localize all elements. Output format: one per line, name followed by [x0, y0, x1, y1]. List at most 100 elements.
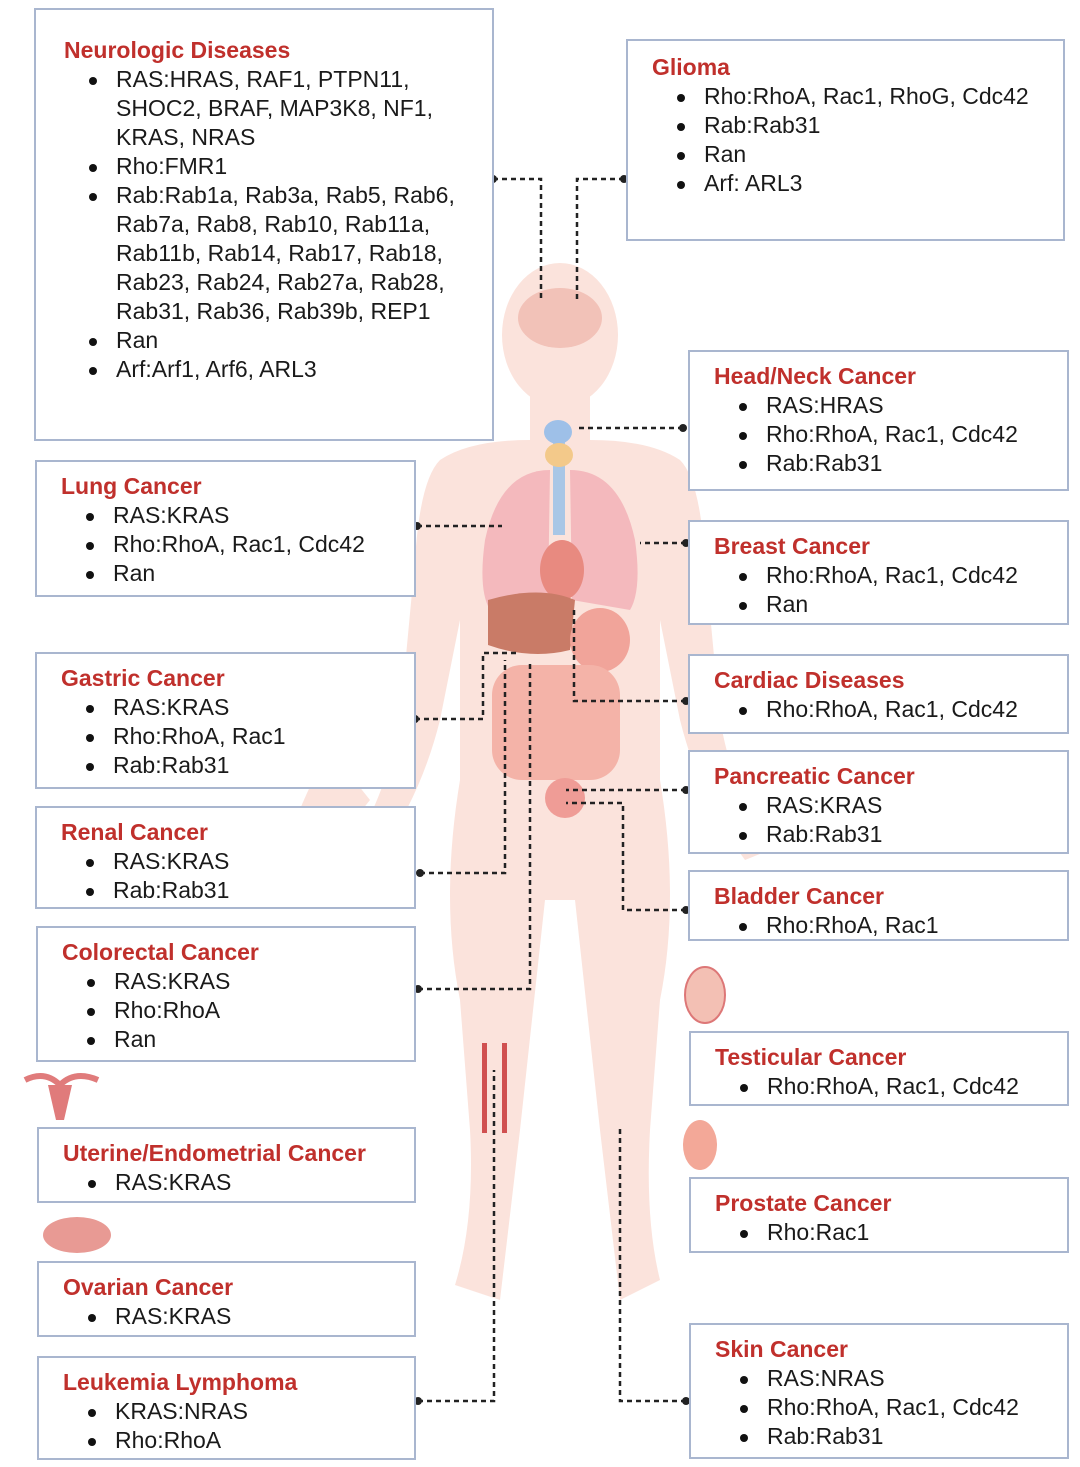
gene-list: RAS:KRAS [63, 1168, 404, 1197]
brain-icon [518, 288, 602, 348]
gene-list-item: RAS:KRAS [86, 693, 404, 722]
gene-list-item: Rab:Rab31 [739, 820, 1057, 849]
box-title: Breast Cancer [714, 533, 870, 559]
gene-list-item: RAS:NRAS [740, 1364, 1057, 1393]
box-title: Prostate Cancer [715, 1190, 892, 1216]
box-title: Bladder Cancer [714, 883, 885, 909]
gene-list: Rho:RhoA, Rac1, Cdc42 [715, 1072, 1057, 1101]
lungs-icon [482, 470, 638, 610]
gene-list-item: Arf: ARL3 [677, 169, 1053, 198]
box-title: Pancreatic Cancer [714, 763, 915, 789]
blood-vessel-icon [482, 1043, 507, 1133]
gene-list-item: Arf:Arf1, Arf6, ARL3 [89, 355, 482, 384]
gene-list-item: Rho:RhoA, Rac1, Cdc42 [740, 1393, 1057, 1422]
gene-list-item: Rho:RhoA, Rac1, Cdc42 [739, 561, 1057, 590]
gene-list-item: Rho:RhoA, Rac1, RhoG, Cdc42 [677, 82, 1053, 111]
box-title: Uterine/Endometrial Cancer [63, 1140, 366, 1166]
connector-neuro [493, 177, 543, 300]
connector-skin [618, 1125, 686, 1403]
box-title: Cardiac Diseases [714, 667, 905, 693]
gene-list-item: Ran [87, 1025, 404, 1054]
gene-list-item: RAS:KRAS [88, 1302, 404, 1331]
gene-list-item: RAS:KRAS [88, 1168, 404, 1197]
gene-list-item: Rho:RhoA, Rac1, Cdc42 [740, 1072, 1057, 1101]
prostate-icon [683, 1120, 717, 1170]
connector-colorectal [418, 660, 532, 991]
gene-list-item: RAS:HRAS [739, 391, 1057, 420]
testis-icon [684, 966, 726, 1024]
gene-list-item: Rab:Rab31 [739, 449, 1057, 478]
uterus-icon [23, 1073, 100, 1120]
box-title: Head/Neck Cancer [714, 363, 916, 389]
box-title: Ovarian Cancer [63, 1274, 234, 1300]
box-title: Leukemia Lymphoma [63, 1369, 298, 1395]
gene-list-item: RAS:KRAS [87, 967, 404, 996]
connector-gastric [415, 651, 520, 721]
gene-list-item: Rho:RhoA, Rac1 [739, 911, 1057, 940]
thyroid-trachea-icon [544, 420, 573, 535]
box-title: Testicular Cancer [715, 1044, 907, 1070]
intestines-icon [492, 665, 620, 780]
gene-list-item: Rho:RhoA [88, 1426, 404, 1455]
gene-list-item: Rab:Rab31 [740, 1422, 1057, 1451]
liver-stomach-icon [488, 592, 630, 672]
gene-list-item: Rho:RhoA, Rac1, Cdc42 [739, 420, 1057, 449]
gene-list-item: Ran [739, 590, 1057, 619]
gene-list: RAS:HRAS, RAF1, PTPN11, SHOC2, BRAF, MAP… [64, 65, 482, 384]
box-title: Colorectal Cancer [62, 939, 259, 965]
gene-list-item: Rho:RhoA [87, 996, 404, 1025]
gene-list-item: Rab:Rab31 [86, 751, 404, 780]
connector-leukemia [418, 1070, 496, 1403]
connector-cardiac [572, 610, 686, 703]
heart-icon [540, 540, 584, 600]
gene-list-item: Rho:FMR1 [89, 152, 482, 181]
gene-list-item: Rho:RhoA, Rac1 [86, 722, 404, 751]
gene-list-item: Ran [86, 559, 404, 588]
gene-list-item: Rab:Rab1a, Rab3a, Rab5, Rab6, Rab7a, Rab… [89, 181, 482, 326]
gene-list-item: RAS:KRAS [86, 501, 404, 530]
gene-list-item: Rho:RhoA, Rac1, Cdc42 [739, 695, 1057, 724]
gene-list-item: Rab:Rab31 [86, 876, 404, 905]
gene-list-item: KRAS:NRAS [88, 1397, 404, 1426]
gene-list-item: RAS:KRAS [739, 791, 1057, 820]
gene-list-item: Rho:Rac1 [740, 1218, 1057, 1247]
gene-list-item: RAS:KRAS [86, 847, 404, 876]
bladder-icon [545, 778, 585, 818]
box-title: Glioma [652, 54, 730, 80]
box-title: Neurologic Diseases [64, 37, 291, 63]
connector-glioma [575, 177, 624, 300]
box-title: Renal Cancer [61, 819, 209, 845]
gene-list-item: RAS:HRAS, RAF1, PTPN11, SHOC2, BRAF, MAP… [89, 65, 482, 152]
gene-list: Rho:Rac1 [715, 1218, 1057, 1247]
gene-list: Rho:RhoA, Rac1 [714, 911, 1057, 940]
gene-list-item: Ran [677, 140, 1053, 169]
connector-renal [420, 660, 507, 875]
gene-list-item: Rab:Rab31 [677, 111, 1053, 140]
gene-list: RAS:KRAS [63, 1302, 404, 1331]
